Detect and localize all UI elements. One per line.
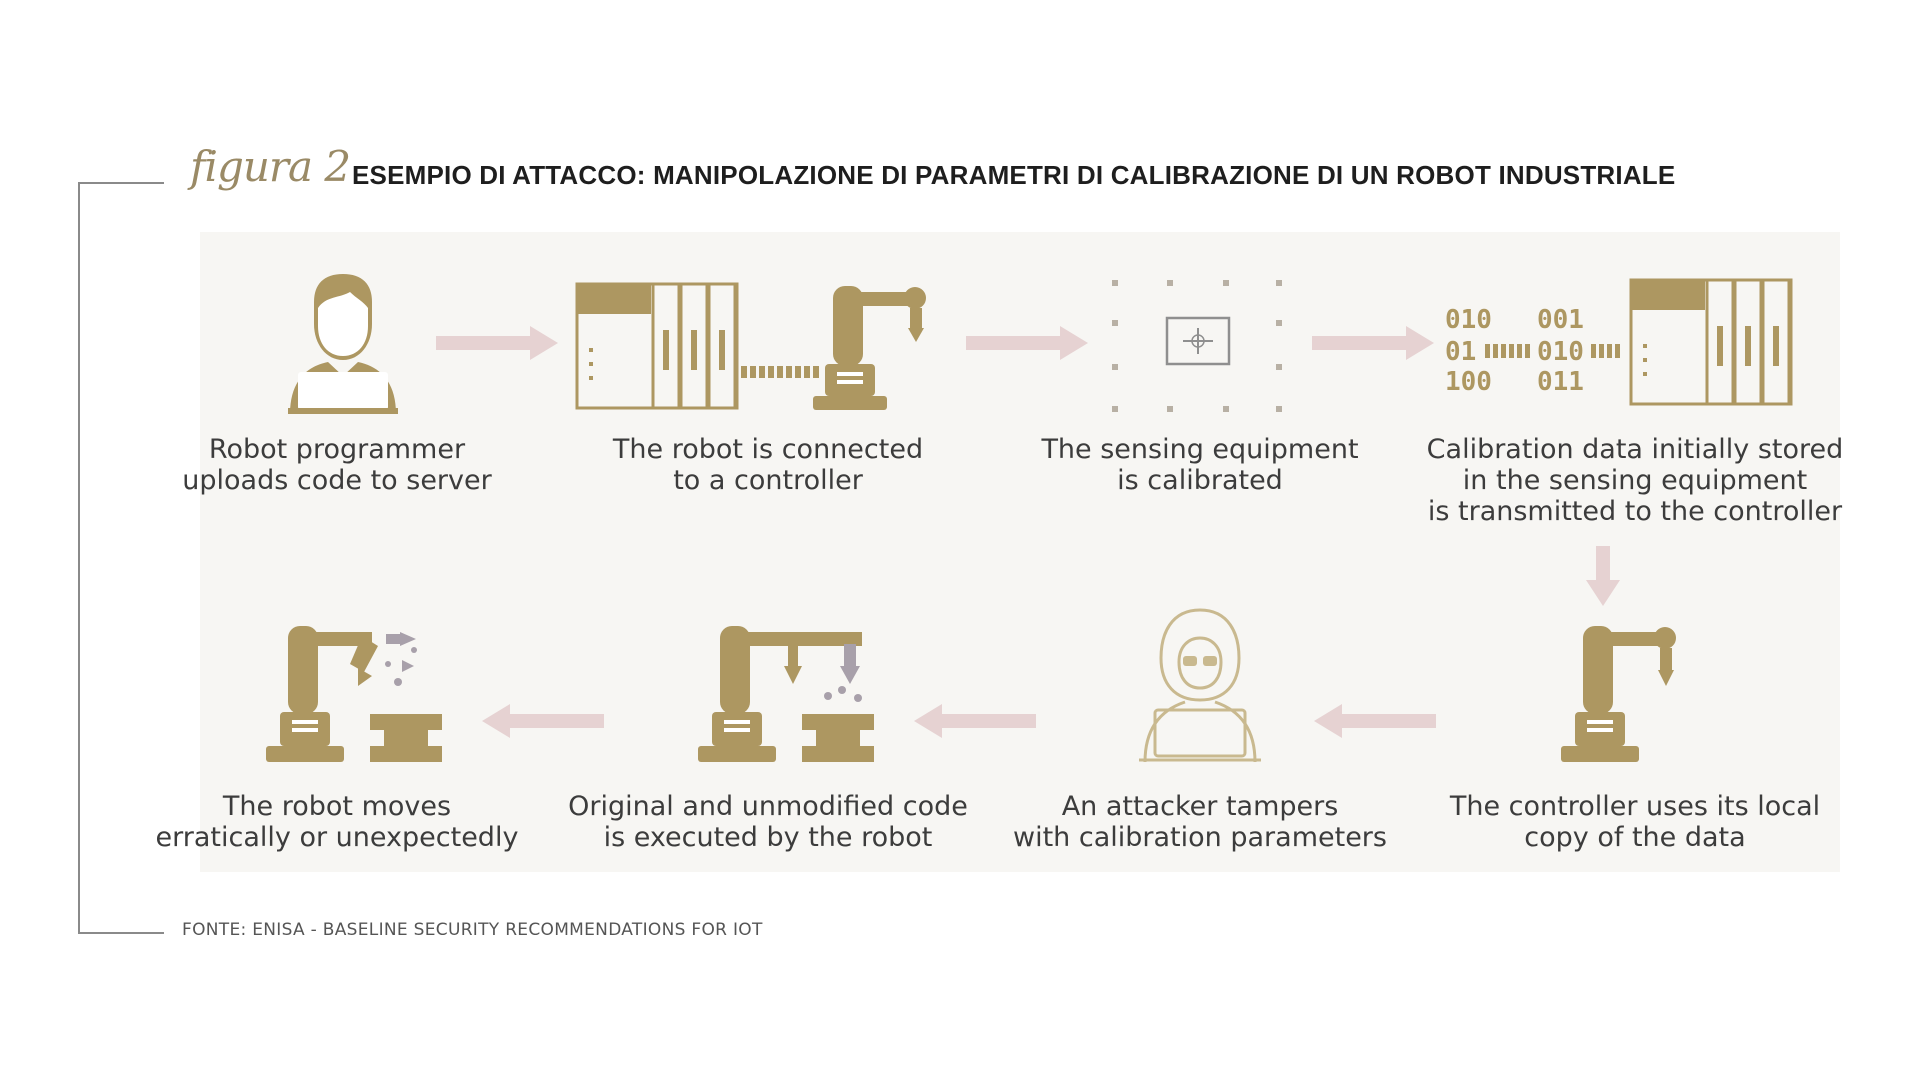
step-7-caption: Original and unmodified code is executed…	[568, 791, 968, 853]
source-note: FONTE: ENISA - BASELINE SECURITY RECOMME…	[182, 920, 763, 940]
data-transfer-controller-icon: 010 001 01 010 100 011	[1445, 278, 1793, 406]
arrow-step3-to-step4	[1312, 326, 1434, 360]
arrow-step6-to-step7	[914, 704, 1036, 738]
robot-arm-erratic-icon	[266, 626, 442, 762]
arrow-step7-to-step8	[482, 704, 604, 738]
arrow-step5-to-step6	[1314, 704, 1436, 738]
step-2-caption: The robot is connected to a controller	[612, 434, 924, 496]
arrow-step2-to-step3	[966, 326, 1088, 360]
robot-arm-icon	[1561, 626, 1676, 762]
step-6-caption: An attacker tampers with calibration par…	[1013, 791, 1387, 853]
hooded-attacker-icon	[1139, 608, 1261, 763]
step-4-caption: Calibration data initially stored in the…	[1426, 434, 1844, 527]
svg-text:01: 01	[1445, 337, 1476, 367]
step-1-caption: Robot programmer uploads code to server	[182, 434, 492, 496]
svg-text:010: 010	[1537, 337, 1584, 367]
arrow-step1-to-step2	[436, 326, 558, 360]
frame-top-line	[78, 182, 164, 184]
svg-text:001: 001	[1537, 305, 1584, 335]
step-5-caption: The controller uses its local copy of th…	[1449, 791, 1821, 853]
step-3-caption: The sensing equipment is calibrated	[1041, 434, 1359, 496]
svg-text:010: 010	[1445, 305, 1492, 335]
programmer-laptop-icon	[288, 274, 398, 414]
figure-label: figura 2	[190, 142, 351, 191]
robot-arm-work-icon	[698, 626, 874, 762]
figure-title: ESEMPIO DI ATTACCO: MANIPOLAZIONE DI PAR…	[352, 160, 1676, 190]
calibration-target-icon	[1112, 280, 1282, 412]
frame-bottom-line	[78, 932, 164, 934]
controller-robot-arm-icon	[575, 282, 926, 410]
svg-text:100: 100	[1445, 367, 1492, 397]
frame-left-line	[78, 182, 80, 934]
arrow-step4-to-step5	[1586, 546, 1620, 606]
svg-text:011: 011	[1537, 367, 1584, 397]
step-8-caption: The robot moves erratically or unexpecte…	[155, 791, 519, 853]
